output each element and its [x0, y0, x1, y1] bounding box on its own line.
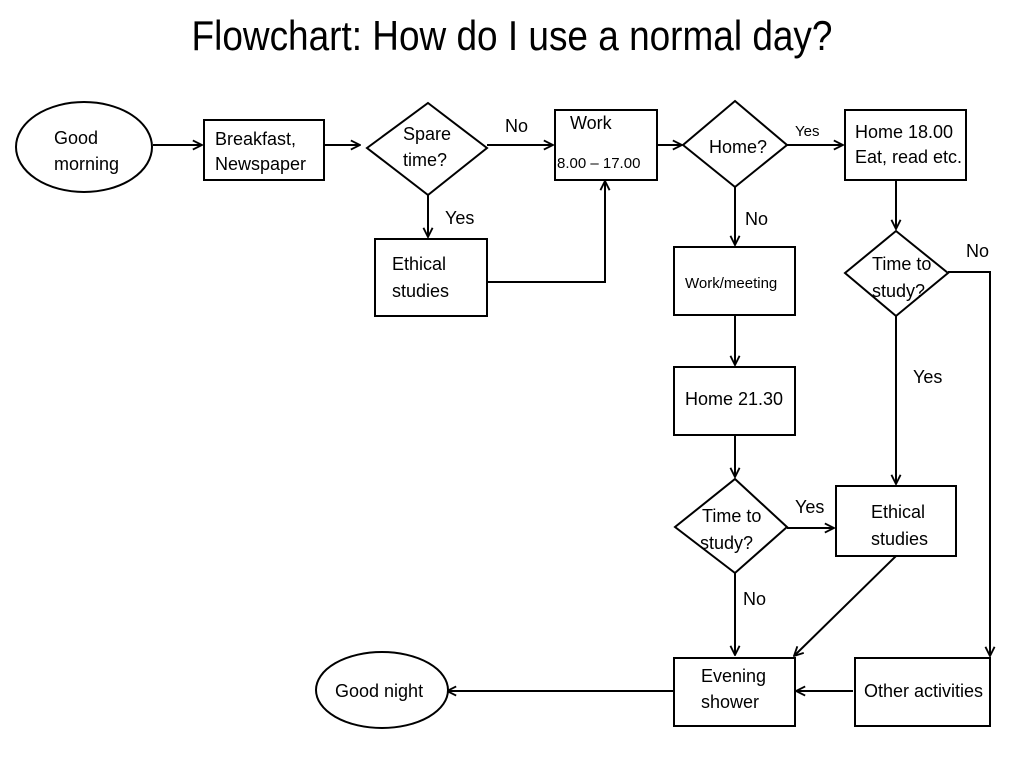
node-text: Work/meeting: [685, 275, 777, 292]
node-ethical-studies-top: Ethical studies: [374, 238, 488, 317]
node-text: studies: [871, 529, 928, 549]
edge-label-mid-study-yes: Yes: [795, 497, 824, 517]
edge-labels: No Yes Yes No No Yes Yes No: [445, 116, 989, 609]
node-text: Ethical: [392, 254, 446, 274]
node-text: Time to: [702, 506, 761, 526]
edge-ethical-work: [487, 181, 605, 283]
node-text: Home?: [709, 137, 767, 157]
node-text: study?: [700, 533, 753, 553]
node-time-to-study-mid: Time to study?: [673, 477, 789, 575]
node-good-morning: Good morning: [15, 101, 153, 193]
node-text: Eat, read etc.: [855, 147, 962, 167]
edges: [153, 145, 990, 691]
node-good-night: Good night: [315, 651, 449, 729]
edge-study-other: [948, 271, 990, 656]
node-text: Newspaper: [215, 154, 306, 174]
node-text: morning: [54, 154, 119, 174]
node-text: Home 18.00: [855, 122, 953, 142]
node-text: Time to: [872, 254, 931, 274]
edge-label-spare-no: No: [505, 116, 528, 136]
node-other-activities: Other activities: [854, 657, 991, 727]
edge-label-mid-study-no: No: [743, 589, 766, 609]
node-text: 8.00 – 17.00: [557, 155, 640, 172]
edge-label-right-study-no: No: [966, 241, 989, 261]
node-home-question: Home?: [681, 99, 789, 189]
node-text: shower: [701, 692, 759, 712]
node-work-meeting: Work/meeting: [673, 246, 796, 316]
node-breakfast: Breakfast, Newspaper: [203, 119, 325, 181]
edge-ethical-shower: [794, 555, 897, 656]
node-text: Ethical: [871, 502, 925, 522]
node-text: Spare: [403, 124, 451, 144]
node-text: Good night: [335, 681, 423, 701]
node-spare-time: Spare time?: [365, 101, 489, 197]
edge-label-home-yes: Yes: [795, 123, 819, 140]
node-text: studies: [392, 281, 449, 301]
node-text: Work: [570, 113, 613, 133]
node-time-to-study-right: Time to study?: [843, 229, 950, 318]
node-text: Home 21.30: [685, 389, 783, 409]
node-home-1800: Home 18.00 Eat, read etc.: [844, 109, 967, 181]
node-home-2130: Home 21.30: [673, 366, 796, 436]
node-text: Good: [54, 128, 98, 148]
page-title: Flowchart: How do I use a normal day?: [191, 12, 833, 59]
node-evening-shower: Evening shower: [673, 657, 796, 727]
node-text: study?: [872, 281, 925, 301]
node-text: Breakfast,: [215, 129, 296, 149]
node-text: time?: [403, 150, 447, 170]
node-text: Other activities: [864, 681, 983, 701]
node-text: Evening: [701, 666, 766, 686]
node-work: Work 8.00 – 17.00: [554, 109, 658, 181]
edge-label-right-study-yes: Yes: [913, 367, 942, 387]
node-ethical-studies-bottom: Ethical studies: [835, 485, 957, 557]
edge-label-spare-yes: Yes: [445, 208, 474, 228]
edge-label-home-no: No: [745, 209, 768, 229]
